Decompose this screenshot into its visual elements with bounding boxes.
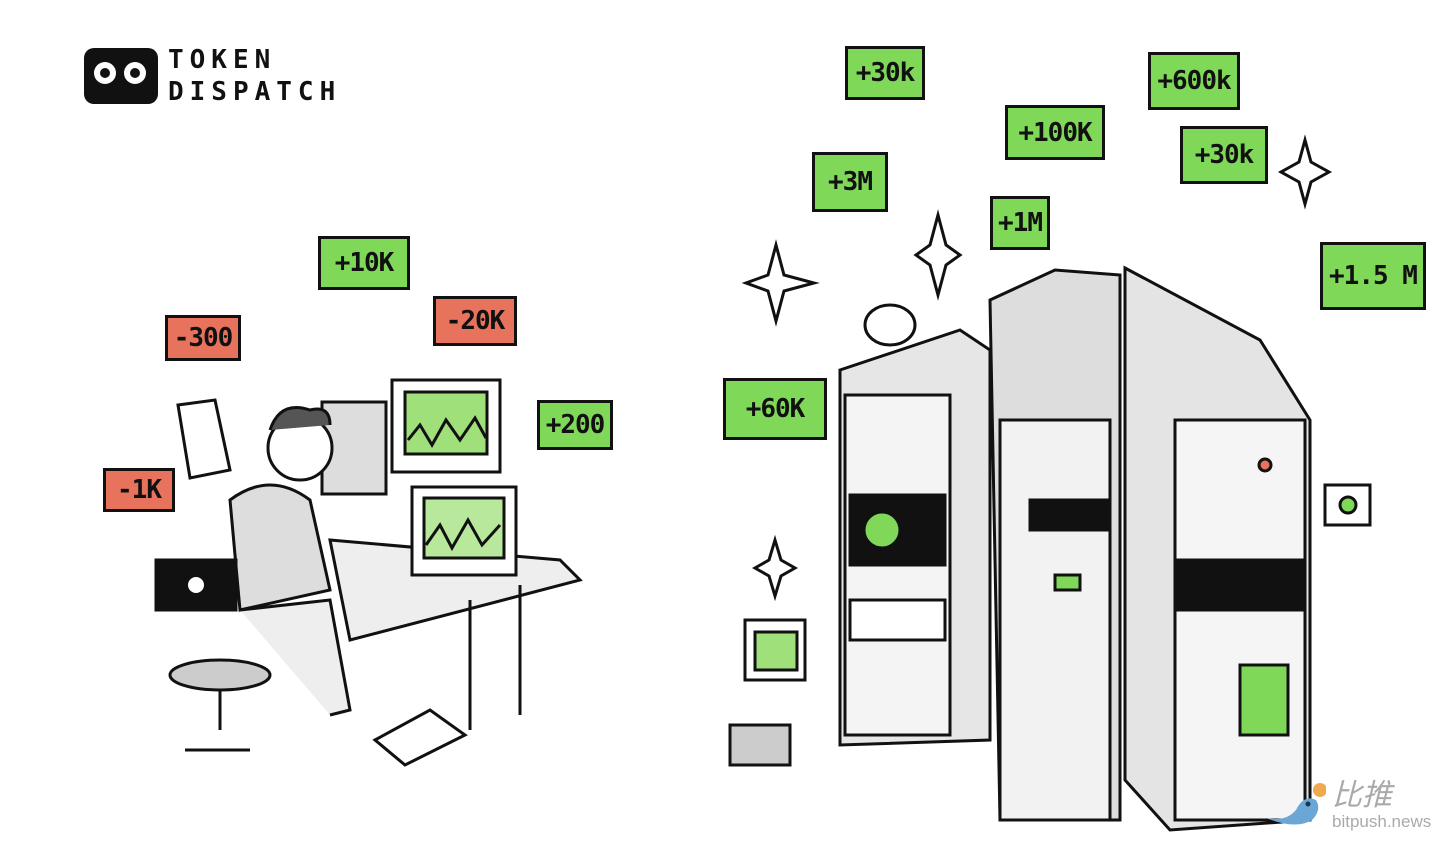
value-tag-gain: +3M [812, 152, 888, 212]
server-racks-scene [728, 134, 1372, 832]
logo-eyes-icon [84, 48, 158, 104]
trader-desk-scene [154, 378, 583, 767]
value-tag-gain: +30k [845, 46, 925, 100]
bird-logo-icon [1266, 783, 1326, 825]
value-tag-gain: +100K [1005, 105, 1105, 160]
value-tag-loss: -300 [165, 315, 241, 361]
bitpush-watermark: 比推 bitpush.news [1262, 780, 1431, 832]
token-dispatch-logo: TOKEN DISPATCH [84, 44, 341, 108]
logo-line-2: DISPATCH [168, 77, 342, 107]
watermark-cn: 比推 [1332, 779, 1392, 812]
value-tag-gain: +600k [1148, 52, 1240, 110]
value-tag-gain: +1.5 M [1320, 242, 1426, 310]
value-tag-gain: +30k [1180, 126, 1268, 184]
value-tag-gain: +10K [318, 236, 410, 290]
value-tag-loss: -1K [103, 468, 175, 512]
logo-line-1: TOKEN [168, 45, 277, 75]
value-tag-gain: +200 [537, 400, 613, 450]
value-tag-loss: -20K [433, 296, 517, 346]
value-tag-gain: +1M [990, 196, 1050, 250]
watermark-url: bitpush.news [1332, 812, 1432, 831]
value-tag-gain: +60K [723, 378, 827, 440]
